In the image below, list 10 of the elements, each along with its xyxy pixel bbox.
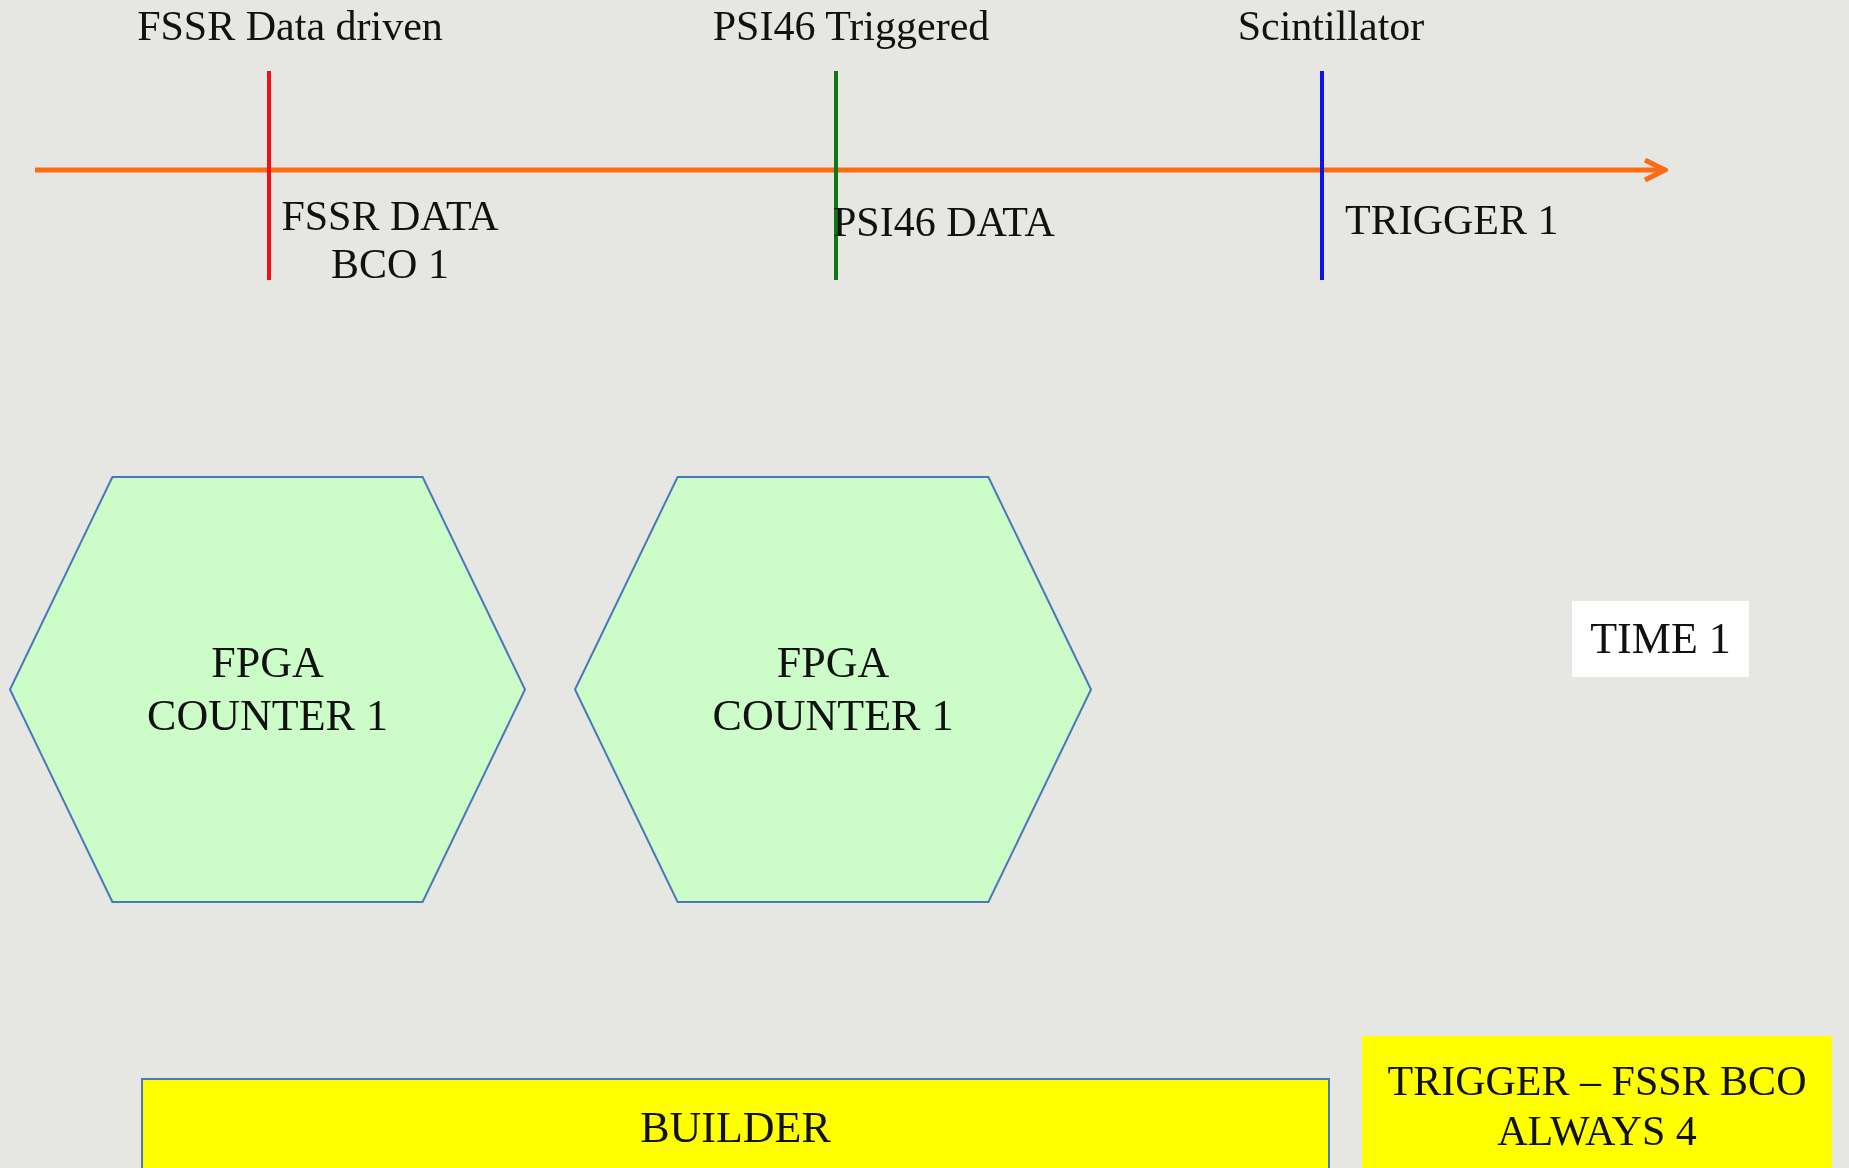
signal-label: TRIGGER 1 bbox=[1345, 196, 1559, 245]
process-bar: BUILDER bbox=[141, 1078, 1330, 1168]
text-box: TIME 1 bbox=[1572, 601, 1749, 677]
hexagon-node: FPGA COUNTER 1 bbox=[574, 476, 1092, 903]
note-box: TRIGGER – FSSR BCO ALWAYS 4 bbox=[1362, 1036, 1832, 1168]
channel-label: PSI46 Triggered bbox=[711, 2, 991, 51]
channel-label: Scintillator bbox=[1236, 2, 1426, 51]
signal-label: FSSR DATA BCO 1 bbox=[280, 192, 500, 289]
hexagon-node: FPGA COUNTER 1 bbox=[9, 476, 526, 903]
channel-label: FSSR Data driven bbox=[136, 2, 444, 51]
